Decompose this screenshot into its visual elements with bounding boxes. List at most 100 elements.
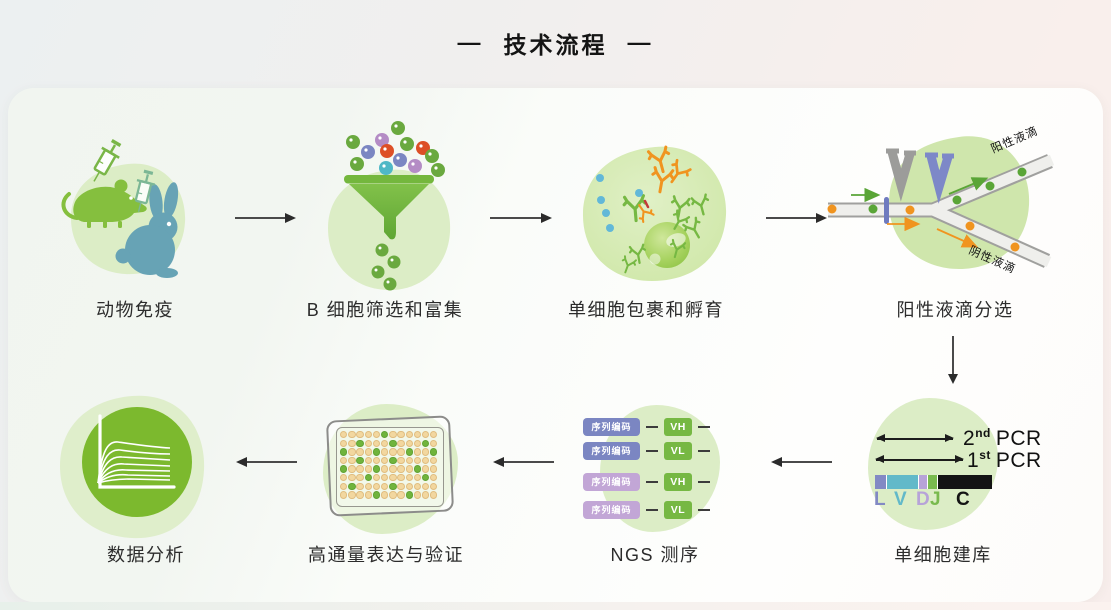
link-dash (698, 426, 710, 428)
well (364, 491, 372, 499)
barcode-badge: 序列编码 (583, 473, 640, 491)
well (413, 482, 422, 490)
well (356, 465, 364, 473)
flow-direction-arrows (851, 177, 989, 248)
well (340, 465, 348, 473)
chain-badge: VH (664, 418, 692, 436)
well (348, 491, 356, 499)
title-dash-right: — (627, 29, 654, 55)
syringe-icon (93, 138, 122, 182)
flow-arrow-down (947, 336, 958, 384)
flow-arrow-left (493, 456, 554, 467)
well (405, 473, 413, 482)
segment-C (938, 475, 992, 489)
well (413, 439, 422, 447)
well (421, 448, 430, 456)
well (430, 482, 438, 490)
barcode-badge: 序列编码 (583, 418, 640, 436)
binding-curves-icon (60, 395, 205, 539)
well (413, 456, 422, 465)
well (397, 473, 405, 482)
segment-letter: L (874, 489, 886, 510)
well (389, 439, 397, 447)
well (364, 473, 372, 482)
well (405, 456, 413, 465)
barcode-badge: 序列编码 (583, 442, 640, 460)
flow-arrow-right (235, 212, 296, 223)
well (430, 439, 438, 447)
flow-arrow-left (771, 456, 832, 467)
well (348, 465, 356, 473)
well (413, 473, 422, 482)
well (364, 482, 372, 490)
well (372, 482, 381, 490)
well (405, 439, 413, 447)
link-dash (646, 481, 658, 483)
well (340, 491, 348, 499)
link-dash (646, 450, 658, 452)
well (421, 465, 430, 473)
well (413, 491, 422, 499)
well (372, 473, 381, 482)
well (340, 482, 348, 490)
well (430, 456, 438, 465)
well (364, 439, 372, 447)
mouse-rabbit-syringes-icon (61, 138, 186, 278)
page-title: —技术流程— (0, 26, 1111, 60)
chart-circle (82, 407, 192, 517)
well (380, 439, 389, 447)
well (389, 482, 397, 490)
blob-background (868, 398, 998, 530)
well (413, 448, 422, 456)
well (380, 482, 389, 490)
free-antigen-dots (596, 174, 614, 232)
well (380, 448, 389, 456)
well (405, 465, 413, 473)
well (397, 482, 405, 490)
well (348, 448, 356, 456)
well (397, 439, 405, 447)
flow-arrow-right (766, 212, 827, 223)
well (380, 473, 389, 482)
segment-letter: V (894, 489, 907, 510)
well (372, 439, 381, 447)
syringe-icon (134, 169, 156, 213)
pcr2-span-arrow (876, 435, 954, 442)
well (380, 465, 389, 473)
segment-letter: C (956, 489, 970, 510)
segment-letter: J (930, 489, 941, 510)
detector-bar (884, 197, 889, 224)
well (364, 456, 372, 465)
well (421, 491, 430, 499)
segment-D (919, 475, 927, 489)
capture-complex (621, 189, 656, 224)
well (348, 482, 356, 490)
droplets (827, 167, 1027, 252)
well (413, 465, 422, 473)
well (356, 456, 364, 465)
well (389, 473, 397, 482)
well (430, 431, 438, 439)
pcr1-span-arrow (875, 456, 964, 463)
well (372, 431, 381, 439)
well (397, 448, 405, 456)
well (405, 491, 413, 499)
microplate-icon (295, 390, 495, 565)
chain-badge: VL (664, 442, 692, 460)
well (364, 431, 372, 439)
step-label-single-cell-encapsulation: 单细胞包裹和孵育 (568, 300, 724, 320)
well (340, 456, 348, 465)
barcode-badge: 序列编码 (583, 501, 640, 519)
flow-arrow-right (490, 212, 552, 223)
well (430, 448, 438, 456)
well (430, 473, 438, 482)
microfluidic-sorter-icon: 阳性液滴 阴性液滴 (827, 125, 1055, 276)
segment-J (928, 475, 937, 489)
binding-curve-chart (97, 414, 176, 489)
well (372, 491, 381, 499)
cell-dots (346, 121, 445, 291)
electrode-icons (886, 148, 954, 204)
well (340, 439, 348, 447)
flow-arrow-left (236, 456, 297, 467)
